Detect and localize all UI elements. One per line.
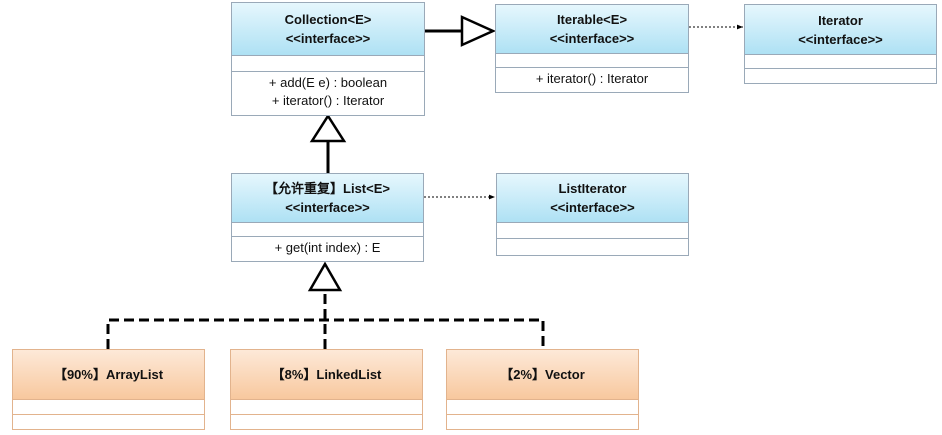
class-arraylist-attributes (13, 400, 204, 415)
class-arraylist[interactable]: 【90%】ArrayList (12, 349, 205, 430)
class-collection-operations: + add(E e) : boolean + iterator() : Iter… (232, 72, 424, 115)
class-linkedlist-attributes (231, 400, 422, 415)
class-listiterator-stereotype: <<interface>> (550, 200, 635, 215)
class-iterable-attributes (496, 54, 688, 68)
class-collection-stereotype: <<interface>> (285, 31, 371, 46)
class-iterable[interactable]: Iterable<E> <<interface>> + iterator() :… (495, 4, 689, 93)
class-listiterator-header: ListIterator <<interface>> (497, 174, 688, 223)
class-vector-header: 【2%】Vector (447, 350, 638, 400)
class-vector-attributes (447, 400, 638, 415)
class-listiterator[interactable]: ListIterator <<interface>> (496, 173, 689, 256)
class-iterator-attributes (745, 55, 936, 69)
class-arraylist-header: 【90%】ArrayList (13, 350, 204, 400)
class-linkedlist-header: 【8%】LinkedList (231, 350, 422, 400)
class-collection-attributes (232, 56, 424, 72)
class-iterator-operations (745, 69, 936, 83)
implementations-realize-list (106, 261, 545, 349)
class-arraylist-operations (13, 415, 204, 429)
class-list-header: 【允许重复】List<E> <<interface>> (232, 174, 423, 223)
class-arraylist-name: 【90%】ArrayList (53, 367, 164, 382)
class-linkedlist[interactable]: 【8%】LinkedList (230, 349, 423, 430)
class-list-name: 【允许重复】List<E> (265, 181, 390, 196)
class-listiterator-operations (497, 239, 688, 255)
class-vector-operations (447, 415, 638, 429)
class-collection-header: Collection<E> <<interface>> (232, 3, 424, 56)
class-collection[interactable]: Collection<E> <<interface>> + add(E e) :… (231, 2, 425, 116)
class-listiterator-name: ListIterator (558, 181, 627, 196)
class-listiterator-attributes (497, 223, 688, 239)
class-iterator-stereotype: <<interface>> (798, 31, 883, 47)
class-iterable-name: Iterable<E> (556, 12, 628, 27)
class-list-operations: + get(int index) : E (232, 237, 423, 261)
operation-iterator: + iterator() : Iterator (535, 71, 649, 86)
class-vector-name: 【2%】Vector (500, 367, 585, 382)
class-collection-name: Collection<E> (284, 12, 372, 27)
class-vector[interactable]: 【2%】Vector (446, 349, 639, 430)
class-linkedlist-operations (231, 415, 422, 429)
operation-get: + get(int index) : E (274, 240, 381, 255)
operation-add: + add(E e) : boolean (268, 75, 388, 90)
class-iterator-name: Iterator (818, 12, 863, 28)
collection-extends-iterable (425, 15, 497, 47)
list-extends-collection (309, 113, 347, 173)
class-iterable-stereotype: <<interface>> (549, 31, 635, 46)
class-list[interactable]: 【允许重复】List<E> <<interface>> + get(int in… (231, 173, 424, 262)
class-iterable-operations: + iterator() : Iterator (496, 68, 688, 92)
class-linkedlist-name: 【8%】LinkedList (271, 367, 382, 382)
class-iterable-header: Iterable<E> <<interface>> (496, 5, 688, 54)
class-iterator-header: Iterator <<interface>> (745, 5, 936, 55)
operation-iterator: + iterator() : Iterator (271, 93, 385, 108)
class-list-attributes (232, 223, 423, 237)
class-iterator[interactable]: Iterator <<interface>> (744, 4, 937, 84)
class-list-stereotype: <<interface>> (285, 200, 370, 215)
